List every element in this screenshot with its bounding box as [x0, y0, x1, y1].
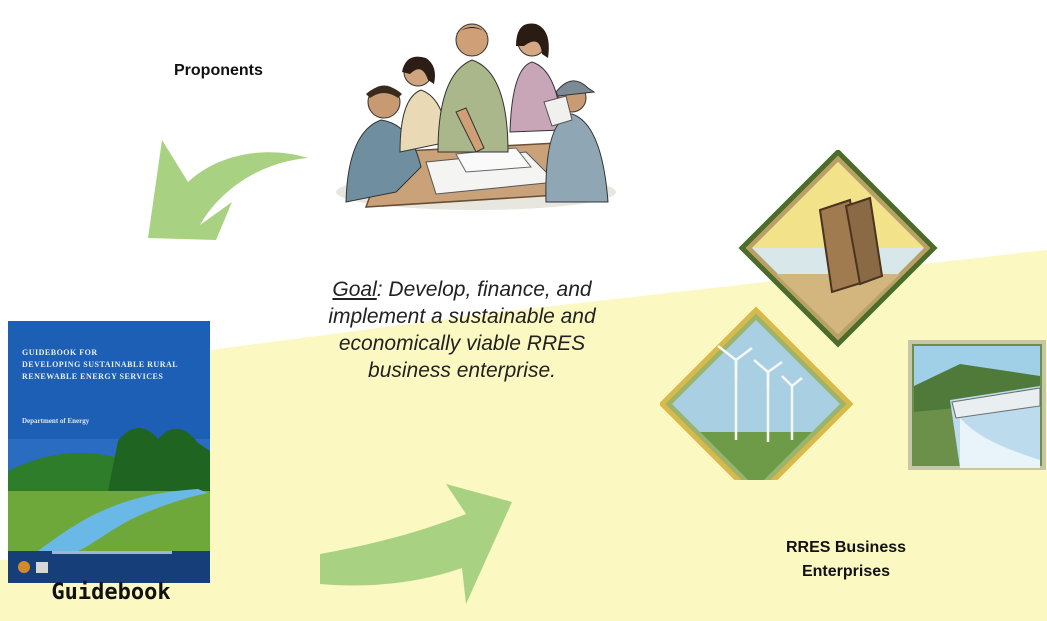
- goal-statement: Goal: Develop, finance, and implement a …: [262, 276, 662, 384]
- guidebook-cover-title: GUIDEBOOK FOR DEVELOPING SUSTAINABLE RUR…: [22, 348, 179, 381]
- goal-line4: business enterprise.: [368, 359, 556, 382]
- hydro-dam-tile: [908, 340, 1046, 470]
- rres-label-line1: RRES Business: [785, 539, 907, 556]
- goal-line2: implement a sustainable and: [328, 305, 596, 328]
- goal-line3: economically viable RRES: [338, 332, 586, 355]
- renewable-energy-tiles: [660, 150, 1046, 480]
- rres-enterprises-label: RRES Business Enterprises: [736, 536, 956, 584]
- goal-line1: : Develop, finance, and: [376, 278, 592, 301]
- proponents-label: Proponents: [174, 62, 263, 79]
- arrow-to-guidebook: [148, 140, 308, 240]
- solar-panel-tile: [738, 150, 938, 348]
- arrow-to-enterprises: [320, 484, 512, 604]
- proponents-meeting-illustration: [336, 23, 616, 210]
- guidebook-cover-subtitle: Department of Energy: [22, 417, 90, 425]
- guidebook-label: Guidebook: [51, 580, 171, 605]
- rres-label-line2: Enterprises: [801, 563, 891, 580]
- goal-lead: Goal: [332, 278, 377, 301]
- guidebook-cover: GUIDEBOOK FOR DEVELOPING SUSTAINABLE RUR…: [8, 321, 210, 583]
- wind-turbine-tile: [660, 306, 854, 480]
